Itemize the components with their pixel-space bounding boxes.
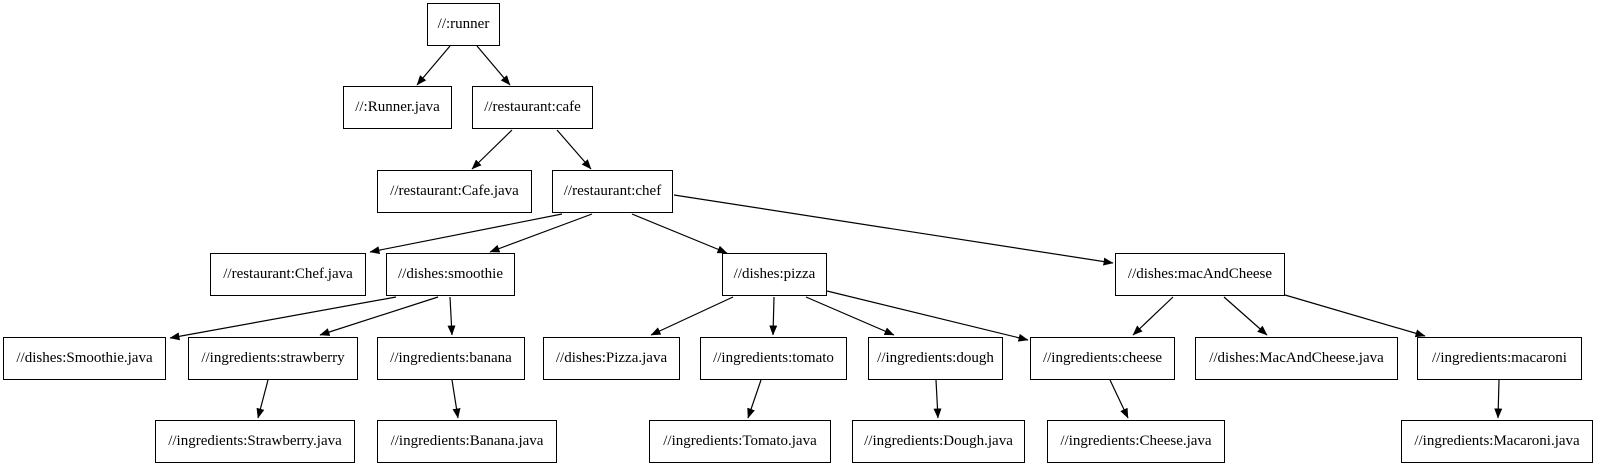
node-runner: //:runner (427, 3, 500, 46)
node-macaroni: //ingredients:macaroni (1417, 337, 1582, 380)
edge-smoothie-to-banana (447, 296, 456, 336)
node-strawberry: //ingredients:strawberry (188, 337, 358, 380)
edge-chef-to-smoothie (489, 213, 593, 253)
node-cheese: //ingredients:cheese (1030, 337, 1175, 380)
node-chef-java: //restaurant:Chef.java (210, 253, 366, 296)
edge-mac-and-cheese-to-mac-and-cheese-java (1223, 296, 1268, 336)
edge-cheese-to-cheese-java (1109, 379, 1129, 419)
edge-pizza-to-cheese (826, 290, 1029, 342)
edge-banana-to-banana-java (451, 379, 461, 419)
node-cafe: //restaurant:cafe (472, 86, 593, 129)
node-macaroni-java: //ingredients:Macaroni.java (1401, 420, 1593, 463)
node-banana: //ingredients:banana (377, 337, 525, 380)
edge-pizza-to-tomato (769, 296, 778, 336)
node-dough-java: //ingredients:Dough.java (852, 420, 1025, 463)
node-mac-and-cheese: //dishes:macAndCheese (1115, 253, 1285, 296)
node-pizza-java: //dishes:Pizza.java (543, 337, 680, 380)
node-banana-java: //ingredients:Banana.java (377, 420, 557, 463)
edge-macaroni-to-macaroni-java (1494, 379, 1503, 419)
node-pizza: //dishes:pizza (722, 253, 827, 296)
node-mac-and-cheese-java: //dishes:MacAndCheese.java (1195, 337, 1398, 380)
edge-tomato-to-tomato-java (747, 379, 762, 419)
edge-cafe-to-chef (556, 129, 592, 170)
edge-smoothie-to-smoothie-java (169, 296, 397, 341)
edge-runner-to-runner-java (416, 45, 451, 86)
node-cafe-java: //restaurant:Cafe.java (377, 170, 532, 213)
edge-pizza-to-pizza-java (650, 296, 734, 336)
edge-dough-to-dough-java (933, 379, 942, 419)
node-smoothie-java: //dishes:Smoothie.java (3, 337, 166, 380)
node-strawberry-java: //ingredients:Strawberry.java (155, 420, 355, 463)
node-tomato-java: //ingredients:Tomato.java (649, 420, 831, 463)
edge-chef-to-pizza (631, 213, 728, 254)
edge-chef-to-chef-java (369, 213, 563, 255)
edge-cafe-to-cafe-java (471, 129, 513, 170)
edge-chef-to-mac-and-cheese (673, 194, 1114, 266)
edge-smoothie-to-strawberry (319, 296, 439, 336)
edge-pizza-to-dough (805, 296, 895, 336)
edge-runner-to-cafe (476, 45, 511, 86)
node-tomato: //ingredients:tomato (700, 337, 847, 380)
node-smoothie: //dishes:smoothie (386, 253, 515, 296)
edge-strawberry-to-strawberry-java (256, 379, 269, 419)
node-runner-java: //:Runner.java (343, 86, 452, 129)
node-dough: //ingredients:dough (868, 337, 1003, 380)
edge-mac-and-cheese-to-macaroni (1284, 294, 1426, 338)
node-chef: //restaurant:chef (552, 170, 673, 213)
node-cheese-java: //ingredients:Cheese.java (1047, 420, 1225, 463)
edge-mac-and-cheese-to-cheese (1132, 296, 1174, 336)
